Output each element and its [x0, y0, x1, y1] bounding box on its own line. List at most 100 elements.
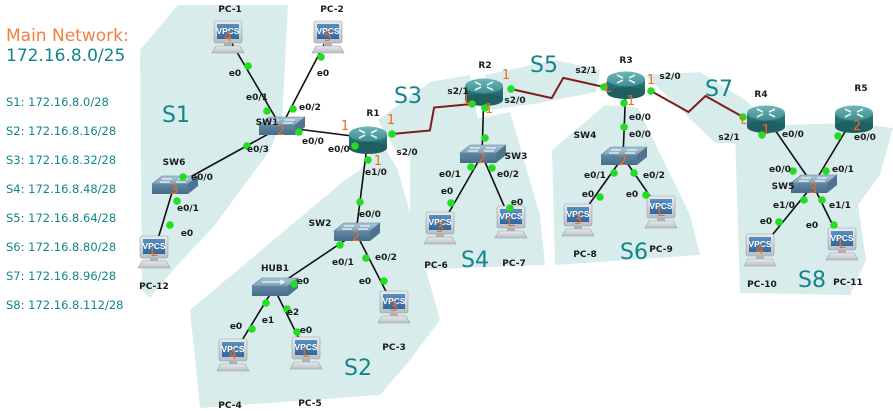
port-label-pc-8: e0: [582, 190, 594, 200]
host-number: 4: [224, 30, 232, 45]
switch-icon: [258, 116, 306, 135]
host-number: 3: [436, 221, 444, 236]
port-label-r3: e0/0: [629, 113, 651, 123]
port-label-sw1: e0/3: [247, 145, 269, 155]
port-label-sw4: e0/0: [629, 130, 651, 140]
node-r3[interactable]: R3: [607, 56, 645, 99]
pc-screen-label: VPCS: [748, 239, 771, 249]
subnet-list: S1: 172.16.8.0/28 S2: 172.16.8.16/28 S3:…: [6, 96, 166, 328]
host-number: 4: [756, 243, 764, 258]
port-label-sw3: e0/1: [439, 170, 461, 180]
node-r4[interactable]: R4: [747, 90, 785, 133]
interface-host-number-r4-e0-0: 1: [762, 123, 770, 138]
zone-s8: [735, 123, 893, 295]
subnet-s3: S3: 172.16.8.32/28: [6, 153, 117, 167]
host-number: 5: [324, 30, 332, 45]
node-name-label: PC-2: [320, 5, 343, 15]
pc-icon: VPCS: [423, 211, 457, 245]
interface-host-number-r3-s2-1: L: [604, 81, 612, 96]
port-dot: [507, 85, 515, 93]
port-dot: [293, 328, 301, 336]
zone-s7: [645, 72, 768, 143]
port-dot: [290, 280, 298, 288]
port-dot: [447, 199, 455, 207]
port-dot: [243, 142, 251, 150]
port-dot: [642, 191, 650, 199]
host-number: L: [838, 237, 846, 252]
pc-screen-label: VPCS: [216, 26, 239, 36]
host-number: 3: [809, 182, 817, 197]
interface-host-number-r2-lan: 1: [485, 102, 493, 117]
switch-icon: [333, 222, 381, 241]
zone-label-s4: S4: [461, 248, 489, 273]
port-dot: [289, 105, 297, 113]
node-name-label: SW3: [505, 152, 528, 162]
node-pc-2[interactable]: VPCS PC-2 5: [311, 5, 345, 54]
port-label-sw5: e1/0: [773, 201, 795, 211]
pc-icon: VPCS: [311, 20, 345, 54]
host-number: 3: [170, 183, 178, 198]
port-label-pc-7: e0: [511, 198, 523, 208]
node-r5[interactable]: R5: [835, 84, 873, 133]
port-label-sw4: e0/1: [584, 171, 606, 181]
switch-arrows-icon: [799, 177, 827, 182]
serial-link-r1-r2: [391, 103, 473, 135]
hub-icon: [251, 277, 299, 296]
pc-screen-label: VPCS: [499, 211, 522, 221]
pc-icon: VPCS: [216, 338, 250, 372]
node-name-label: SW1: [256, 118, 279, 128]
node-name-label: R3: [619, 56, 632, 66]
host-number: 4: [229, 348, 237, 363]
host-number: L: [507, 215, 515, 230]
node-name-label: PC-8: [573, 250, 596, 260]
port-dot: [388, 130, 396, 138]
port-label-sw5: e0/1: [832, 165, 854, 175]
port-label-sw5: e1/1: [829, 201, 851, 211]
port-label-sw2: e0/0: [359, 210, 381, 220]
node-name-label: PC-7: [502, 259, 525, 269]
pc-screen-label: VPCS: [142, 241, 165, 251]
switch-icon: [790, 174, 838, 193]
port-label-pc-9: e0: [626, 190, 638, 200]
pc-screen-label: VPCS: [221, 344, 244, 354]
subnet-s8: S8: 172.16.8.112/28: [6, 298, 124, 312]
port-dot: [775, 218, 783, 226]
port-label-sw5: e0/0: [769, 165, 791, 175]
node-pc-7[interactable]: VPCS PC-7 L: [494, 205, 528, 269]
port-dot: [248, 325, 256, 333]
hub-arrow-icon: [262, 279, 286, 285]
zone-label-s7: S7: [705, 77, 733, 102]
switch-arrows-icon: [267, 119, 295, 124]
port-dot: [596, 193, 604, 201]
subnet-s1: S1: 172.16.8.0/28: [6, 95, 109, 109]
port-label-r1: s2/0: [396, 148, 417, 158]
port-dot: [758, 131, 766, 139]
interface-host-number-r2-s2-1: L: [464, 93, 472, 108]
pc-icon: VPCS: [743, 233, 777, 267]
port-dot: [244, 62, 252, 70]
port-dot: [481, 104, 489, 112]
port-dot: [822, 167, 830, 175]
port-label-hub1: e1: [262, 316, 274, 326]
port-dot: [356, 198, 364, 206]
zone-s2: [190, 140, 440, 408]
port-label-pc-2: e0: [317, 69, 329, 79]
